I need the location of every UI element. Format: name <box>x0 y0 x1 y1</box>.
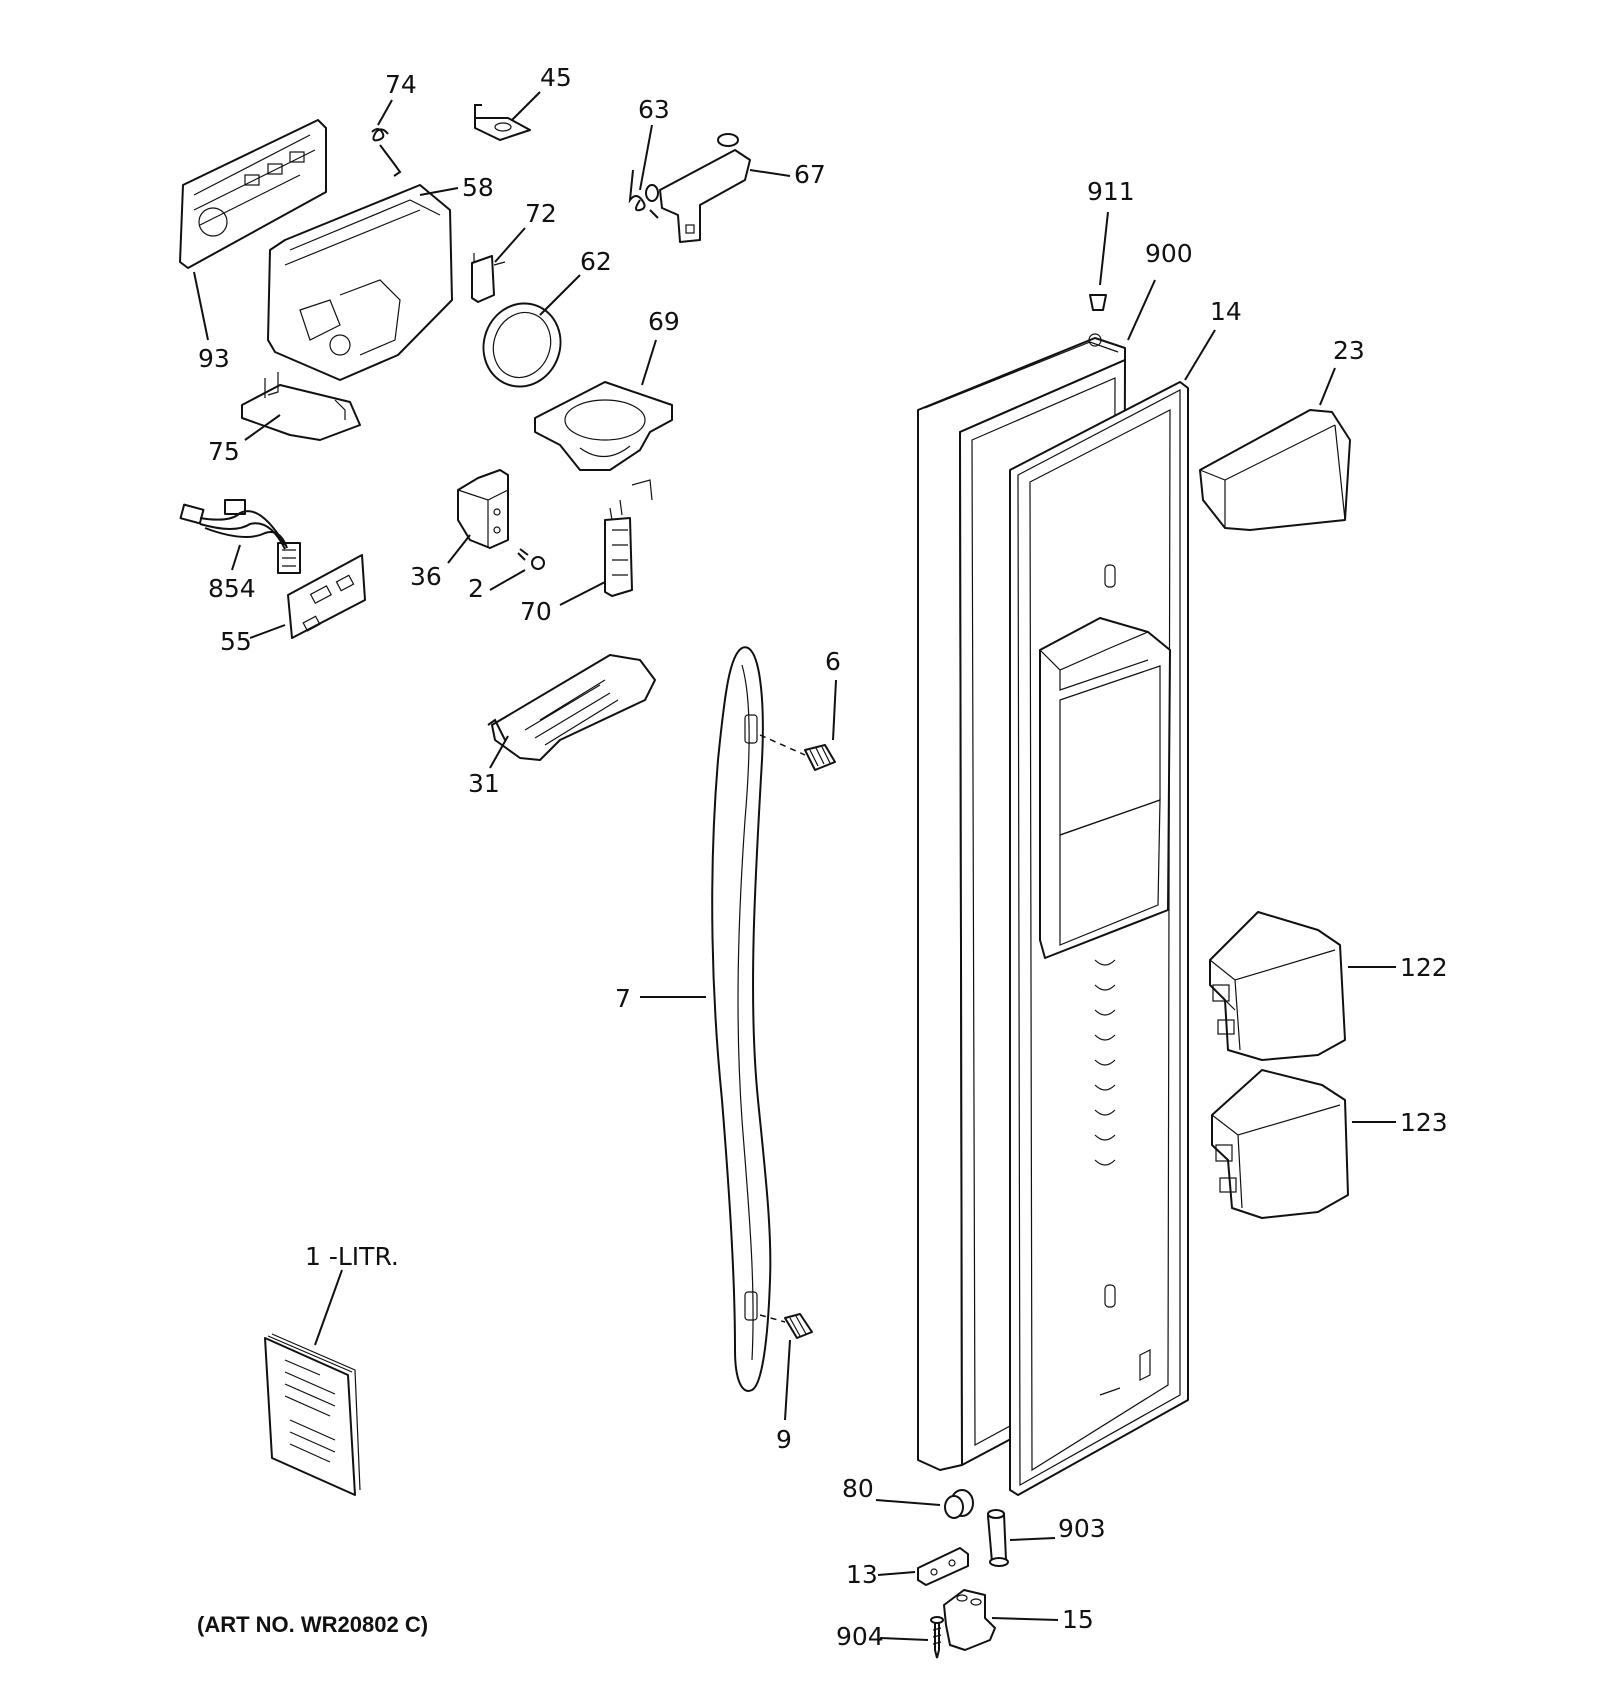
label-904: 904 <box>836 1622 884 1651</box>
label-74: 74 <box>385 70 417 99</box>
label-80: 80 <box>842 1474 874 1503</box>
part-13-shim <box>877 1547 969 1586</box>
part-2-screw <box>489 548 545 591</box>
label-13: 13 <box>846 1560 878 1589</box>
part-45-bracket <box>474 91 541 141</box>
part-58-dispenser-housing <box>267 184 459 381</box>
label-854: 854 <box>208 574 256 603</box>
part-904-screw <box>879 1616 944 1659</box>
label-123: 123 <box>1400 1108 1448 1137</box>
part-7-handle <box>640 646 772 1392</box>
part-69-funnel <box>534 339 673 471</box>
label-911: 911 <box>1087 177 1135 206</box>
label-14: 14 <box>1210 297 1242 326</box>
label-67: 67 <box>794 160 826 189</box>
label-36: 36 <box>410 562 442 591</box>
label-23: 23 <box>1333 336 1365 365</box>
label-70: 70 <box>520 597 552 626</box>
part-63-torsion-spring <box>628 124 659 219</box>
part-9-stud <box>759 1313 813 1421</box>
part-911-plug <box>1089 211 1109 311</box>
label-63: 63 <box>638 95 670 124</box>
part-72-switch <box>471 227 526 303</box>
part-31-drip-tray <box>487 654 656 769</box>
label-15: 15 <box>1062 1605 1094 1634</box>
label-62: 62 <box>580 247 612 276</box>
part-6-stud <box>759 679 837 771</box>
label-31: 31 <box>468 769 500 798</box>
label-903: 903 <box>1058 1514 1106 1543</box>
part-62-ring <box>482 274 581 388</box>
part-55-interface-board <box>249 554 366 639</box>
part-36-bracket <box>447 469 509 564</box>
part-75-cover <box>241 372 361 441</box>
label-6: 6 <box>825 647 841 676</box>
part-74-spring <box>371 99 402 177</box>
label-900: 900 <box>1145 239 1193 268</box>
label-45: 45 <box>540 63 572 92</box>
label-75: 75 <box>208 437 240 466</box>
label-7: 7 <box>615 984 631 1013</box>
label-9: 9 <box>776 1425 792 1454</box>
label-58: 58 <box>462 173 494 202</box>
label-69: 69 <box>648 307 680 336</box>
part-1-literature <box>264 1269 361 1496</box>
label-93: 93 <box>198 344 230 373</box>
part-15-hinge <box>943 1589 1059 1651</box>
part-854-wire-harness <box>179 499 301 574</box>
part-70-heater <box>559 479 653 606</box>
label-55: 55 <box>220 627 252 656</box>
label-72: 72 <box>525 199 557 228</box>
label-122: 122 <box>1400 953 1448 982</box>
part-122-door-bin <box>1209 911 1396 1061</box>
part-93-control-board <box>179 119 327 341</box>
part-123-door-bin <box>1211 1069 1396 1219</box>
label-2: 2 <box>468 574 484 603</box>
part-903-hinge-pin <box>987 1509 1056 1567</box>
part-14-gasket <box>1009 329 1216 1496</box>
part-23-dairy-bin <box>1199 367 1351 531</box>
art-number: (ART NO. WR20802 C) <box>197 1612 428 1637</box>
label-1-litr: 1 -LITR. <box>305 1242 399 1271</box>
part-80-bushing <box>875 1489 974 1519</box>
part-67-actuator <box>645 133 791 243</box>
